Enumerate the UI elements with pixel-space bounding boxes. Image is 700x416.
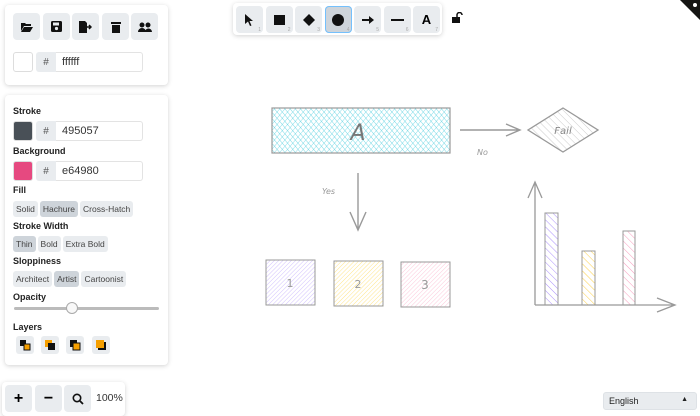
sloppiness-artist[interactable]: Artist: [54, 271, 80, 287]
chart-drawing[interactable]: [527, 180, 677, 313]
fill-label: Fill: [13, 185, 26, 195]
load-button[interactable]: [13, 13, 40, 40]
sloppiness-architect[interactable]: Architect: [13, 271, 53, 287]
caret-up-icon: ▲: [681, 396, 688, 403]
fail-diamond[interactable]: Fail: [526, 107, 600, 153]
zoom-level: 100%: [96, 392, 123, 404]
tool-ellipse[interactable]: 4: [324, 6, 352, 33]
yes-label: Yes: [322, 187, 335, 196]
stroke-width-options: Thin Bold Extra Bold: [13, 236, 108, 252]
bar-3: [622, 230, 636, 306]
fill-options: Solid Hachure Cross-Hatch: [13, 201, 134, 217]
fail-label: Fail: [554, 126, 572, 137]
clear-button[interactable]: [102, 13, 129, 40]
layers-label: Layers: [13, 322, 43, 332]
folder-open-icon: [20, 22, 33, 32]
zoom-in-button[interactable]: +: [5, 385, 32, 412]
send-backward-button[interactable]: [41, 336, 59, 354]
box-2[interactable]: 2: [333, 260, 384, 307]
opacity-slider[interactable]: [14, 302, 159, 314]
bring-forward-icon: [70, 340, 81, 351]
export-icon: [79, 20, 92, 33]
stroke-color-input[interactable]: [56, 121, 143, 141]
tool-line[interactable]: 6: [383, 6, 411, 33]
stroke-width-extra-bold[interactable]: Extra Bold: [62, 236, 108, 252]
users-icon: [137, 22, 152, 32]
text-icon: A: [421, 12, 432, 27]
hash-label: #: [36, 52, 56, 72]
sloppiness-cartoonist[interactable]: Cartoonist: [81, 271, 127, 287]
zoom-out-button[interactable]: −: [35, 385, 62, 412]
box-a-label: A: [348, 121, 365, 146]
bar-1: [544, 212, 559, 306]
send-backward-icon: [45, 340, 55, 350]
tool-arrow[interactable]: 5: [354, 6, 381, 33]
language-select[interactable]: English ▲: [603, 392, 697, 410]
trash-icon: [110, 21, 121, 33]
stroke-width-bold[interactable]: Bold: [37, 236, 61, 252]
tool-rectangle[interactable]: 2: [265, 6, 293, 33]
background-hash: #: [36, 161, 56, 181]
box-3[interactable]: 3: [400, 261, 451, 308]
export-button[interactable]: [72, 13, 99, 40]
canvas-background-input[interactable]: [56, 52, 143, 72]
canvas-background-swatch[interactable]: [13, 52, 33, 72]
bar-2: [581, 250, 596, 306]
box-3-label: 3: [421, 278, 429, 292]
arrow-yes: [349, 173, 367, 232]
bring-forward-button[interactable]: [66, 336, 84, 354]
reset-zoom-button[interactable]: [64, 385, 91, 412]
stroke-width-label: Stroke Width: [13, 221, 69, 231]
opacity-slider-thumb[interactable]: [66, 302, 78, 314]
fill-hachure[interactable]: Hachure: [39, 201, 79, 217]
diamond-icon: [302, 13, 315, 26]
background-label: Background: [13, 146, 66, 156]
no-label: No: [477, 148, 488, 157]
arrow-icon: [361, 15, 374, 24]
box-1[interactable]: 1: [265, 259, 316, 306]
search-icon: [71, 392, 84, 405]
background-color-input[interactable]: [56, 161, 143, 181]
tool-selection[interactable]: 1: [236, 6, 263, 33]
fill-solid[interactable]: Solid: [13, 201, 38, 217]
stroke-hash: #: [36, 121, 56, 141]
save-button[interactable]: [43, 13, 70, 40]
stroke-label: Stroke: [13, 106, 42, 116]
y-axis: [527, 180, 543, 305]
send-to-back-button[interactable]: [16, 336, 34, 354]
tool-diamond[interactable]: 3: [295, 6, 322, 33]
stroke-color-swatch[interactable]: [13, 121, 33, 141]
pointer-icon: [245, 13, 253, 26]
unlock-icon[interactable]: [452, 12, 463, 23]
ellipse-icon: [332, 13, 344, 26]
sloppiness-label: Sloppiness: [13, 256, 62, 266]
rectangle-icon: [273, 14, 285, 25]
save-icon: [51, 21, 62, 32]
box-2-label: 2: [355, 278, 362, 291]
fill-cross-hatch[interactable]: Cross-Hatch: [80, 201, 134, 217]
file-panel: #: [5, 5, 168, 85]
stroke-width-thin[interactable]: Thin: [13, 236, 36, 252]
collaborate-button[interactable]: [131, 13, 158, 40]
bring-to-front-icon: [96, 340, 106, 350]
language-selected: English: [609, 396, 639, 406]
box-a[interactable]: A: [271, 107, 451, 154]
sloppiness-options: Architect Artist Cartoonist: [13, 271, 127, 287]
bring-to-front-button[interactable]: [92, 336, 110, 354]
line-icon: [390, 18, 404, 21]
opacity-label: Opacity: [13, 292, 47, 302]
send-to-back-icon: [20, 340, 31, 351]
box-1-label: 1: [287, 277, 294, 290]
github-corner-icon[interactable]: [680, 0, 700, 20]
arrow-no: [460, 123, 522, 137]
background-color-swatch[interactable]: [13, 161, 33, 181]
